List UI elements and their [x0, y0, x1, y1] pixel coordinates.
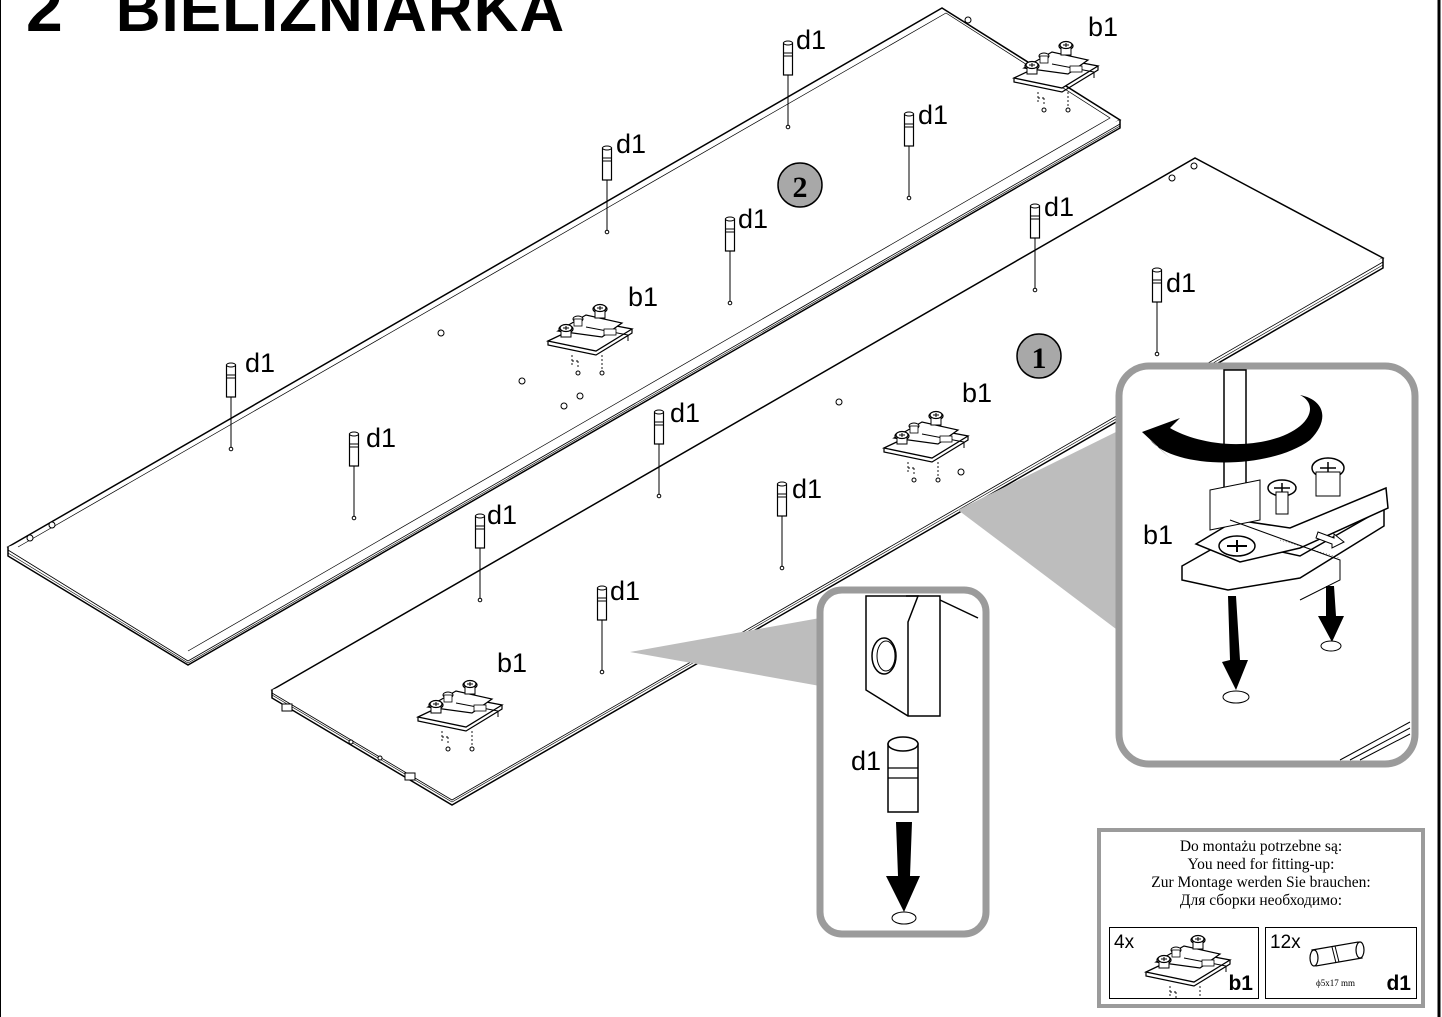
- parts-line-de: Zur Montage werden Sie brauchen:: [1151, 874, 1371, 891]
- parts-line-pl: Do montażu potrzebne są:: [1179, 838, 1343, 855]
- parts-required-box: Do montażu potrzebne są: You need for fi…: [1097, 828, 1425, 1008]
- label-b1: b1: [1143, 520, 1173, 550]
- label-d1: d1: [1166, 268, 1196, 298]
- dowel-detail-callout: [816, 586, 990, 938]
- label-d1: d1: [245, 348, 275, 378]
- part-cell-b1: 4x b1: [1109, 927, 1259, 999]
- label-d1: d1: [487, 500, 517, 530]
- label-b1: b1: [962, 378, 992, 408]
- label-d1: d1: [366, 423, 396, 453]
- label-b1: b1: [1088, 12, 1118, 42]
- part-qty: 12x: [1270, 932, 1301, 953]
- label-d1: d1: [610, 576, 640, 606]
- parts-line-ru: Для сборки необходимо:: [1179, 892, 1343, 909]
- panel-2-badge: 2: [777, 162, 823, 208]
- label-b1: b1: [628, 282, 658, 312]
- svg-text:1: 1: [1032, 342, 1047, 375]
- label-d1: d1: [738, 204, 768, 234]
- step-title: BIELIZNIARKA: [115, 0, 566, 45]
- panel-1-board: [270, 157, 1385, 806]
- panel-1-badge: 1: [1016, 333, 1062, 379]
- part-code: b1: [1228, 972, 1253, 995]
- label-d1: d1: [918, 100, 948, 130]
- step-number: 2: [26, 0, 64, 45]
- part-size: ϕ5x17 mm: [1316, 978, 1355, 988]
- part-qty: 4x: [1114, 932, 1135, 953]
- dowel-icon: [1309, 941, 1365, 967]
- part-cell-d1: 12x ϕ5x17 mm d1: [1265, 927, 1417, 999]
- callout-wedge-hinge: [958, 430, 1120, 632]
- label-d1: d1: [670, 398, 700, 428]
- label-d1: d1: [851, 746, 881, 776]
- parts-required-text: Do montażu potrzebne są: You need for fi…: [1101, 838, 1421, 910]
- label-d1: d1: [1044, 192, 1074, 222]
- parts-line-en: You need for fitting-up:: [1187, 856, 1335, 873]
- label-b1: b1: [497, 648, 527, 678]
- label-d1: d1: [792, 474, 822, 504]
- label-d1: d1: [796, 25, 826, 55]
- callout-wedge-dowel: [630, 618, 820, 686]
- part-code: d1: [1386, 972, 1411, 995]
- label-d1: d1: [616, 129, 646, 159]
- hinge-detail-callout: [1115, 362, 1419, 768]
- svg-text:2: 2: [793, 171, 808, 204]
- step-header: 2 BIELIZNIARKA: [26, 0, 565, 46]
